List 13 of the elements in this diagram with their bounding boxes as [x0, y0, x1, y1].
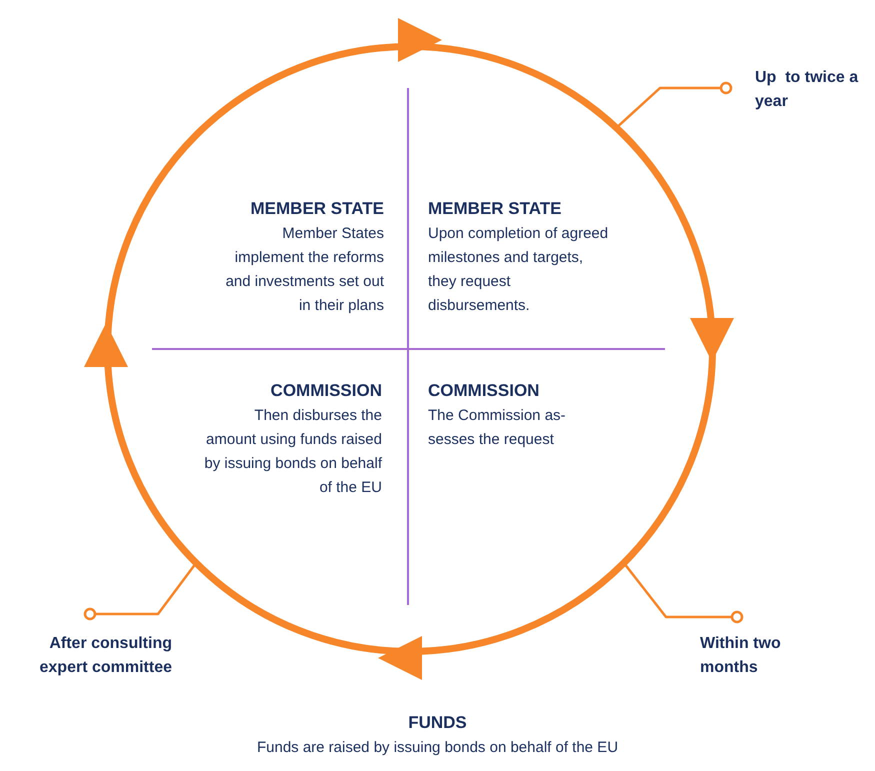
funds-heading: FUNDS — [408, 712, 467, 734]
funds-text: Funds are raised by issuing bonds on behalf of the EU — [256, 738, 618, 758]
quadrant-heading: COMMISSION — [270, 380, 382, 402]
quadrant-heading: COMMISSION — [428, 380, 540, 402]
quadrant-text: Then disburses the amount using funds raised by issuing bonds on behalf of the EU — [203, 406, 382, 498]
quadrant-text: The Commission as- sesses the request — [428, 406, 567, 450]
annotation-text: After consulting expert committee — [38, 634, 172, 678]
quadrant-heading: MEMBER STATE — [250, 198, 384, 220]
quadrant-heading: MEMBER STATE — [428, 198, 562, 220]
quadrant-text: Member States implement the reforms and investments set out in their plans — [224, 224, 384, 316]
annotation-text: Within two months — [700, 634, 782, 678]
quadrant-text: Upon completion of agreed milestones and targets, they request disbursements. — [428, 224, 610, 316]
annotation-text: Up to twice a year — [755, 68, 860, 112]
